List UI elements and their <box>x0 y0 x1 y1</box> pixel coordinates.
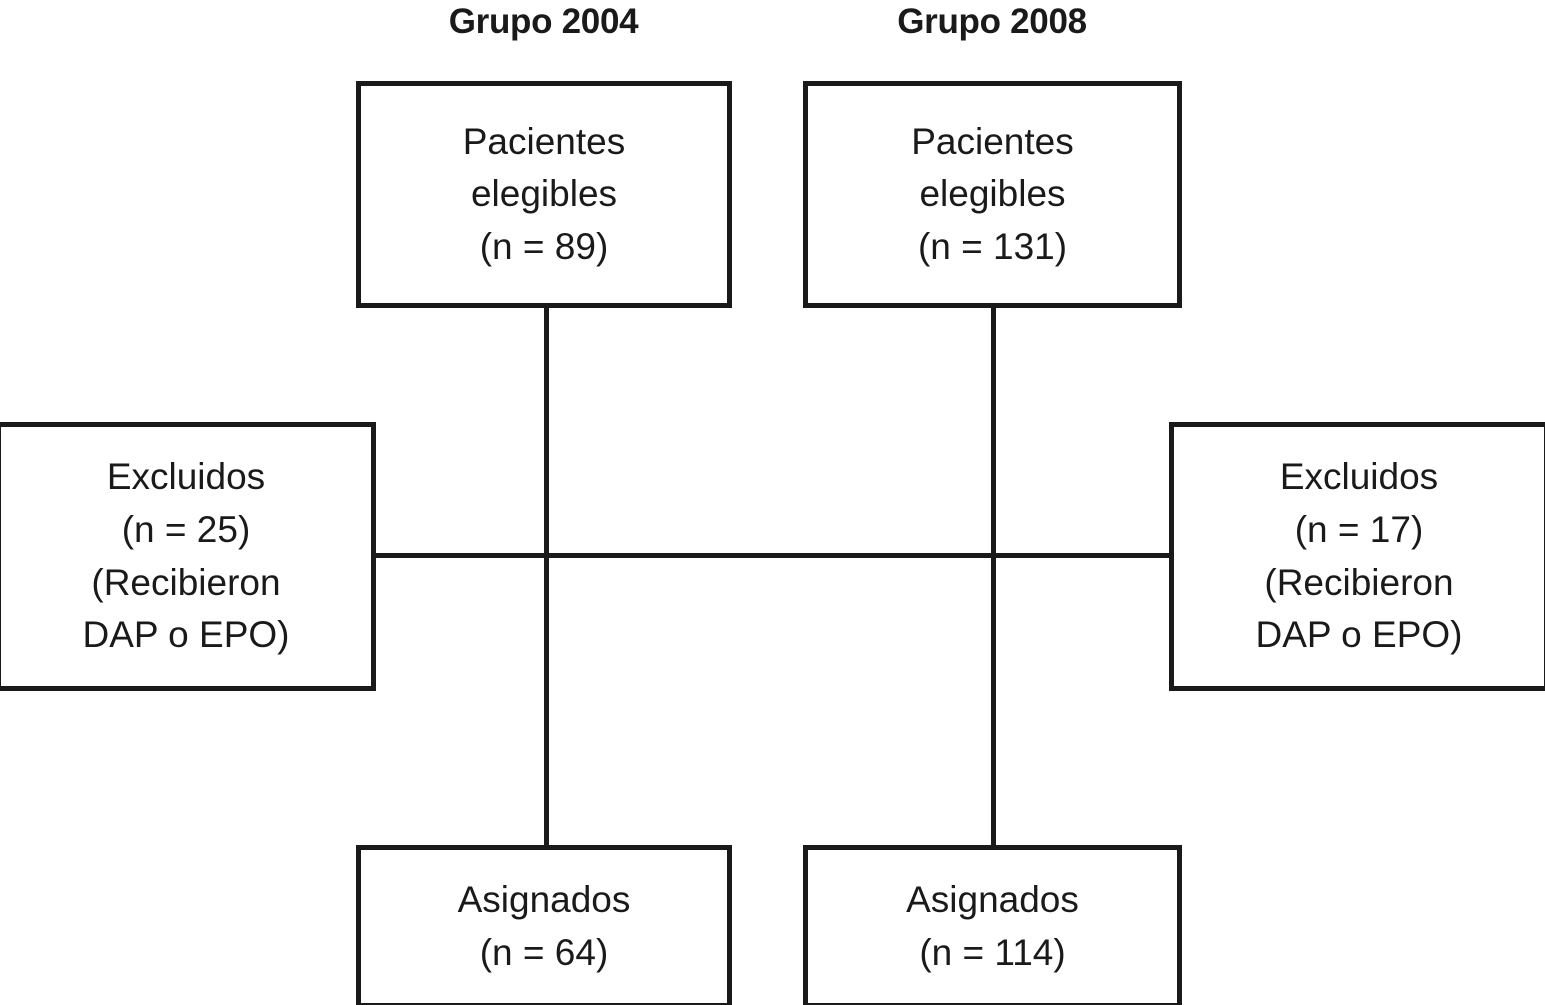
box-pacientes-elegibles-2004: Pacientes elegibles (n = 89) <box>356 81 732 308</box>
box-count: (n = 17) <box>1294 508 1424 550</box>
box-line: DAP o EPO) <box>1255 614 1463 656</box>
box-count: (n = 131) <box>917 225 1068 267</box>
box-pacientes-elegibles-2008: Pacientes elegibles (n = 131) <box>803 81 1182 308</box>
connector-vertical-2008 <box>991 303 996 849</box>
box-line: (Recibieron <box>1264 561 1454 603</box>
box-line: Asignados <box>457 878 631 920</box>
box-count: (n = 25) <box>121 508 251 550</box>
box-count: (n = 114) <box>919 931 1066 973</box>
box-line: Excluidos <box>106 456 266 498</box>
box-asignados-2008: Asignados (n = 114) <box>803 845 1182 1005</box>
box-count: (n = 89) <box>479 225 609 267</box>
box-line: elegibles <box>919 173 1066 215</box>
box-count: (n = 64) <box>479 931 609 973</box>
box-asignados-2004: Asignados (n = 64) <box>356 845 732 1005</box>
box-line: Excluidos <box>1279 456 1439 498</box>
box-line: elegibles <box>470 173 618 215</box>
column-heading-grupo-2004: Grupo 2004 <box>448 2 639 41</box>
connector-vertical-2004 <box>544 303 549 849</box>
box-line: Asignados <box>906 878 1079 920</box>
box-line: Pacientes <box>462 120 626 162</box>
connector-horizontal-exclusions <box>372 553 1172 558</box>
box-line: (Recibieron <box>91 561 281 603</box>
column-heading-grupo-2008: Grupo 2008 <box>897 2 1087 41</box>
box-line: DAP o EPO) <box>82 614 290 656</box>
box-excluidos-2008: Excluidos (n = 17) (Recibieron DAP o EPO… <box>1169 422 1545 691</box>
box-excluidos-2004: Excluidos (n = 25) (Recibieron DAP o EPO… <box>0 422 376 691</box>
box-line: Pacientes <box>911 120 1074 162</box>
